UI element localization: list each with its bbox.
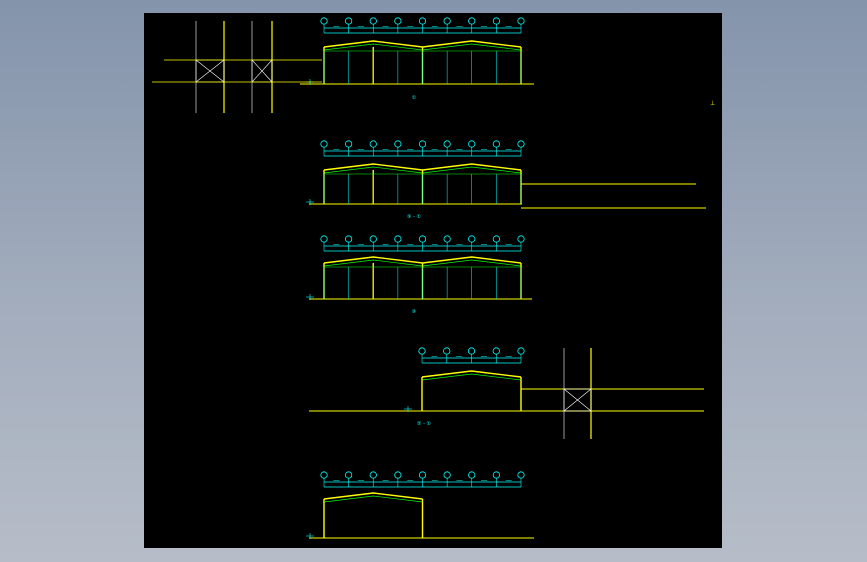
elevation-2-axis-bubble [468, 140, 476, 148]
elevation-5-axis-bubble [517, 471, 525, 479]
elevation-5-axis-bubble [369, 471, 377, 479]
elevation-4-axis-bubble [443, 347, 451, 355]
elevation-3-axis-bubble [517, 235, 525, 243]
elevation-3-axis-bubble [394, 235, 402, 243]
elevation-2-axis-bubble [345, 140, 353, 148]
elevation-4-axis-bubble [467, 347, 476, 355]
elevation-5-roof-line [323, 492, 423, 500]
drawing-sheet[interactable]: ① ⑨ - ① ⑨ ⑤ - ① ⊥ [144, 13, 722, 548]
elevation-4-axis-bubble [517, 347, 525, 355]
elevation-3-axis-bubble [492, 235, 500, 243]
elevation-2-axis-bubble [394, 140, 402, 148]
elevation-1-x-brace [251, 59, 273, 83]
elevation-1-axis-bubble [492, 17, 500, 25]
elevation-5-axis-bubble [468, 471, 476, 479]
elevation-5-axis-bubble [443, 471, 451, 479]
elevation-1-axis-bubble [418, 17, 427, 25]
elevation-3-axis-bubble [468, 235, 476, 243]
elevation-4-roof-purlin [421, 373, 522, 381]
elevation-4-x-brace [563, 388, 592, 412]
elevation-2-axis-bubble [492, 140, 500, 148]
elevation-1-axis-bubble [517, 17, 525, 25]
elevation-3-caption: ⑨ [412, 309, 416, 315]
elevation-4-axis-bubble [492, 347, 500, 355]
elevation-5-axis-bubble [320, 471, 328, 479]
elevation-5-roof-purlin [323, 495, 423, 503]
elevation-2-axis-bubble [369, 140, 377, 148]
elevation-1-axis-bubble [320, 17, 328, 25]
elevation-5-axis-bubble [394, 471, 402, 479]
elevation-5-axis-bubble [492, 471, 500, 479]
elevation-1-caption: ① [412, 95, 417, 101]
elevation-5-axis-bubble [418, 471, 427, 479]
elevation-4-caption: ⑤ - ① [417, 421, 431, 427]
elevation-1-axis-bubble [394, 17, 402, 25]
elevation-3-axis-bubble [443, 235, 451, 243]
elevation-3-axis-bubble [418, 235, 427, 243]
elevation-1-axis-bubble [345, 17, 353, 25]
elevation-drawing: ① ⑨ - ① ⑨ ⑤ - ① ⊥ [152, 17, 715, 539]
elevation-2-axis-bubble [517, 140, 525, 148]
elevation-1-axis-bubble [369, 17, 377, 25]
elevation-2-caption: ⑨ - ① [407, 214, 421, 220]
elevation-4-axis-bubble [418, 347, 426, 355]
elevation-2-axis-bubble [418, 140, 427, 148]
elevation-1-axis-bubble [468, 17, 476, 25]
elevation-2-axis-bubble [443, 140, 451, 148]
elevation-4-brace-bay [563, 388, 592, 412]
elevation-2-axis-bubble [320, 140, 328, 148]
elevation-3-axis-bubble [369, 235, 377, 243]
elevation-3-axis-bubble [345, 235, 353, 243]
elevation-3-axis-bubble [320, 235, 328, 243]
elevation-1-x-brace [195, 59, 225, 83]
elevation-1-axis-bubble [443, 17, 451, 25]
elevation-4-roof-line [421, 370, 522, 378]
corner-mark: ⊥ [710, 100, 715, 107]
elevation-5-axis-bubble [345, 471, 353, 479]
